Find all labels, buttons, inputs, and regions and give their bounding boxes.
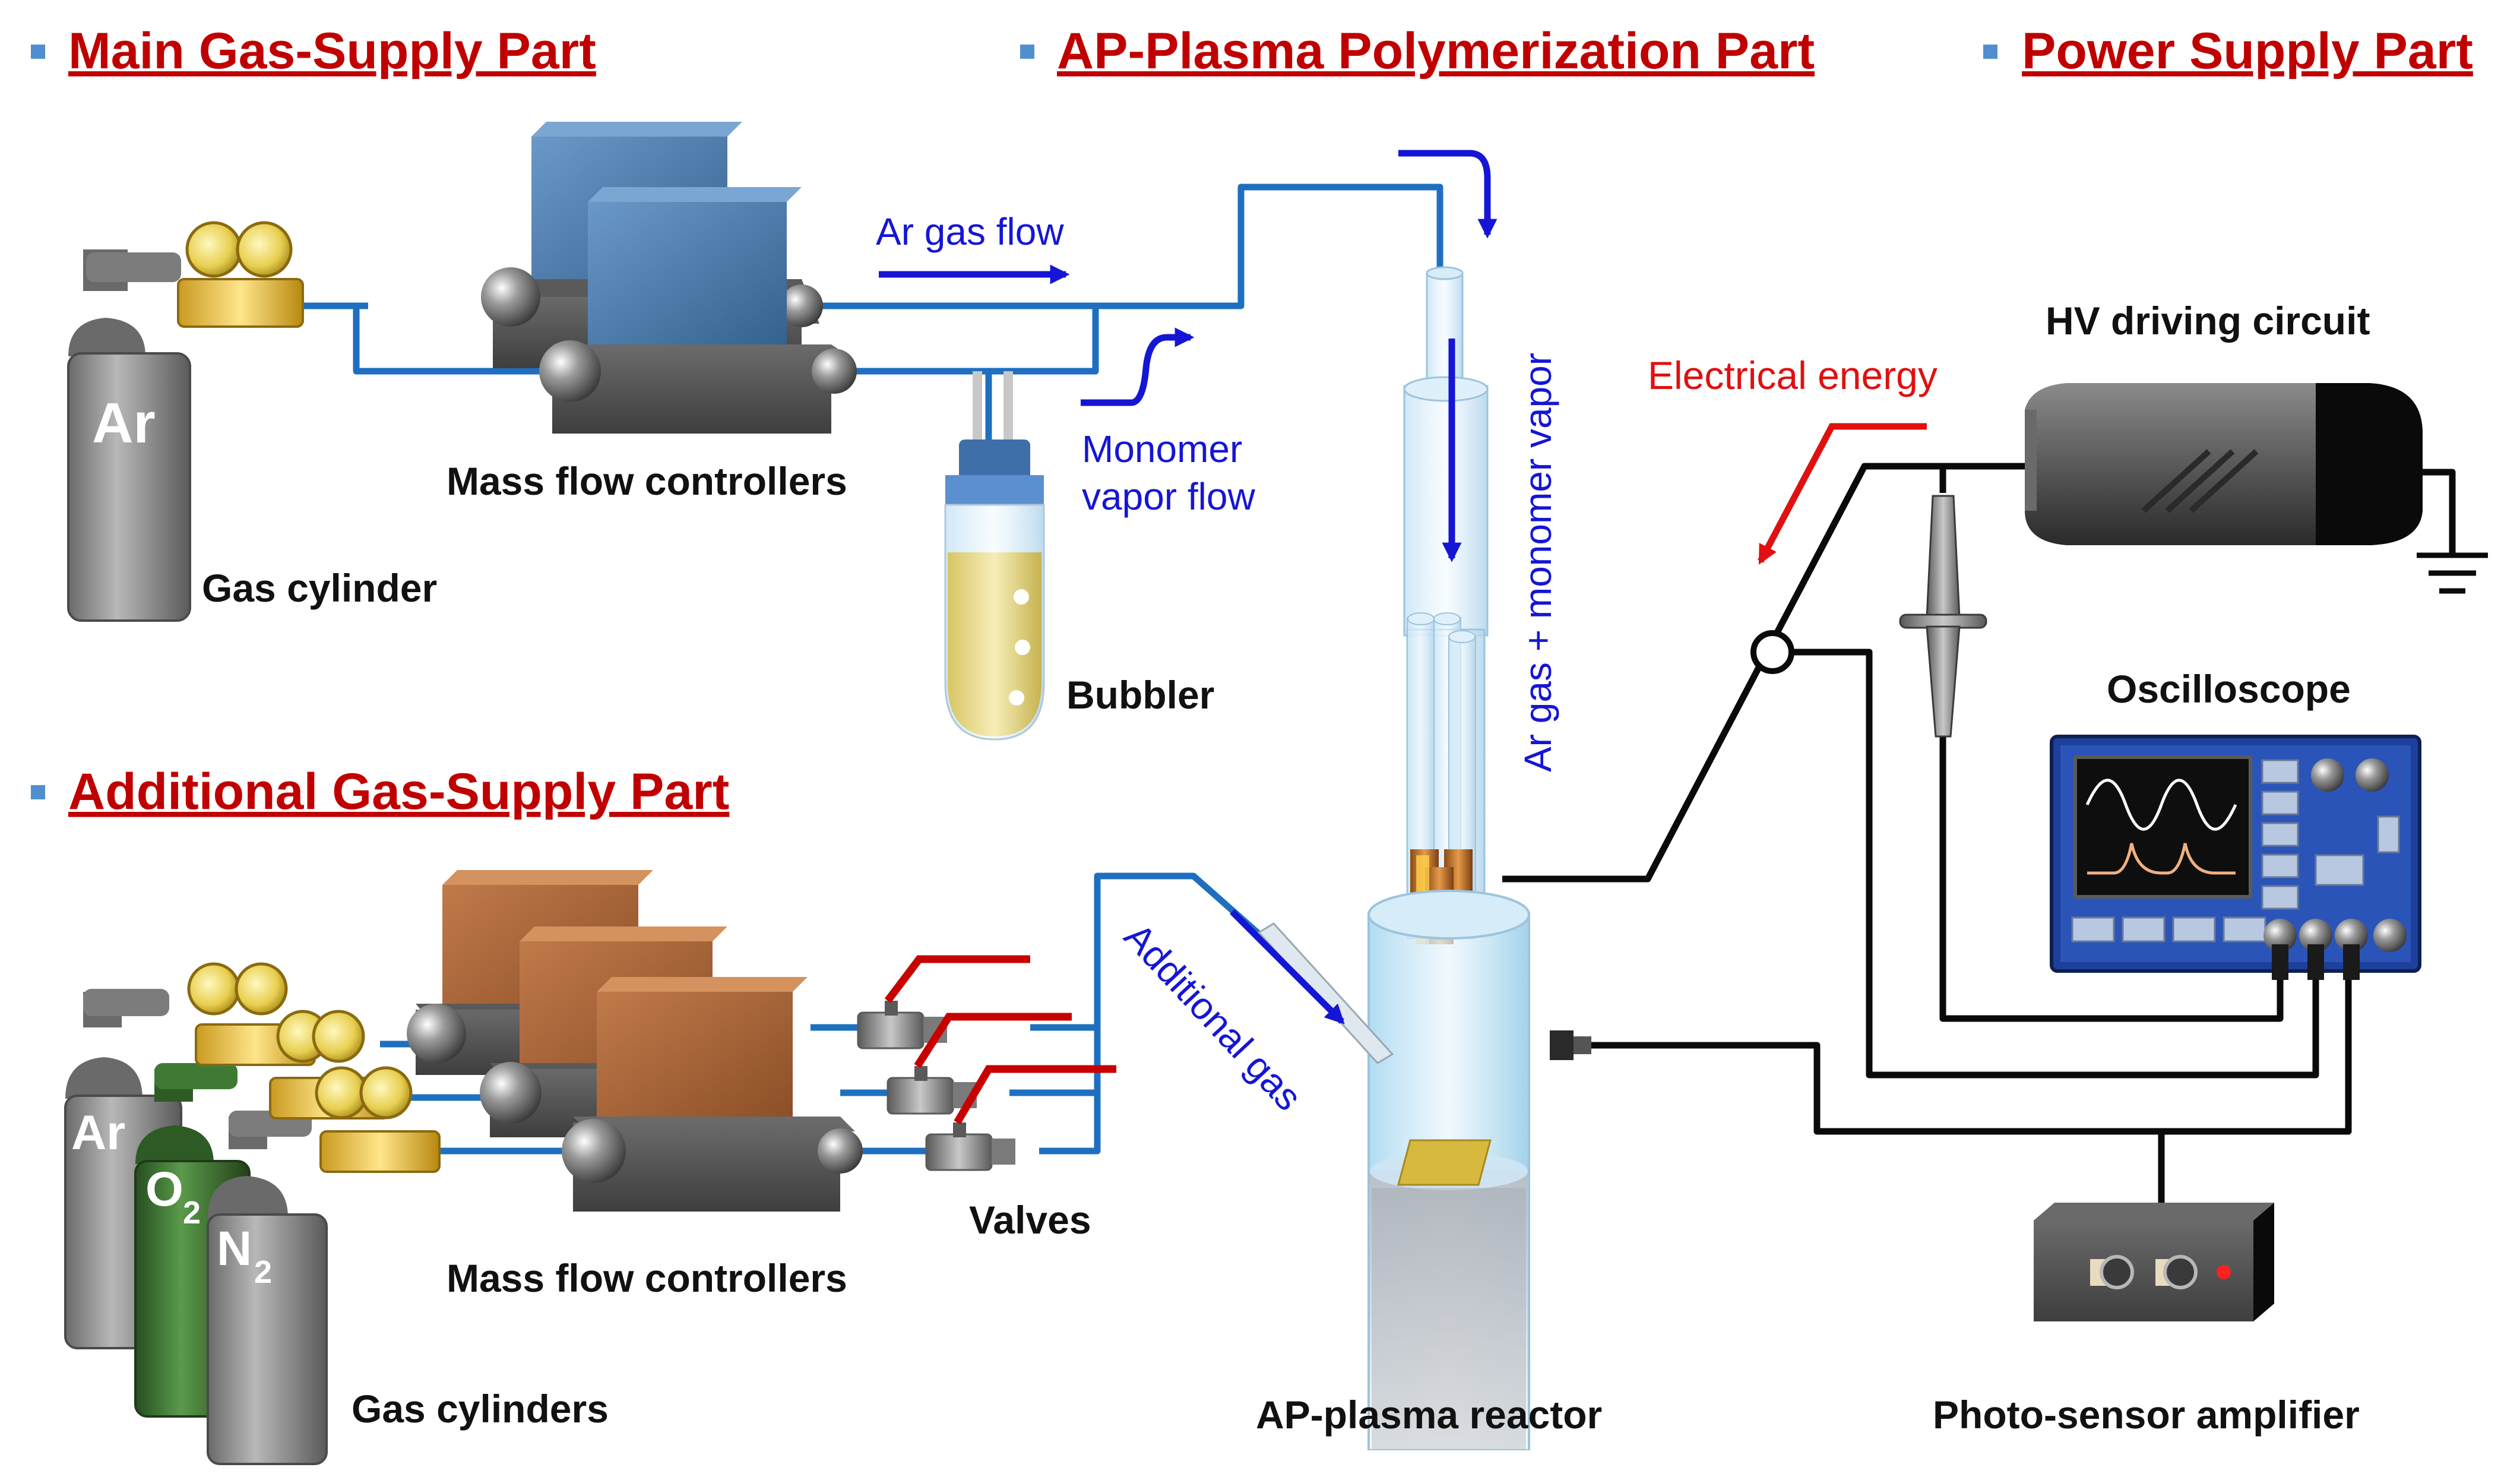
main-ar-cylinder: Ar bbox=[67, 249, 191, 622]
regulator-gauge bbox=[312, 1010, 365, 1063]
section-bullet bbox=[31, 45, 45, 59]
photo-scope-link bbox=[2161, 980, 2352, 1135]
ar-gas-flow-label: Ar gas flow bbox=[876, 210, 1064, 253]
scope-knob bbox=[2356, 758, 2389, 792]
mfc-bottom-group bbox=[407, 870, 863, 1212]
o2-subscript: 2 bbox=[183, 1195, 201, 1231]
mfc-top-label: Mass flow controllers bbox=[447, 459, 847, 503]
section-additional-gas-title: Additional Gas-Supply Part bbox=[68, 763, 729, 820]
section-bullet bbox=[1983, 45, 1997, 59]
ap-plasma-reactor bbox=[1367, 266, 1530, 1450]
current-probe-ring bbox=[1750, 630, 1794, 674]
flow-arrows bbox=[879, 150, 1498, 1024]
current-loop-wire bbox=[1790, 649, 2319, 1079]
hv-driving-circuit bbox=[2025, 383, 2423, 545]
o2-label: O bbox=[145, 1162, 183, 1216]
section-power-title: Power Supply Part bbox=[2022, 23, 2473, 80]
oscilloscope bbox=[2050, 735, 2421, 980]
probe-to-scope-wire bbox=[1939, 736, 2284, 1022]
gas-cylinder-label: Gas cylinder bbox=[202, 566, 437, 610]
regulator-gauge bbox=[187, 962, 240, 1016]
vertical-flow-label: Ar gas + monomer vapor bbox=[1517, 353, 1559, 772]
bubbler-label: Bubbler bbox=[1066, 673, 1214, 717]
scope-knob bbox=[2373, 919, 2407, 952]
bypass-line bbox=[828, 306, 1099, 375]
section-bullet bbox=[31, 785, 45, 799]
photo-to-scope-wire bbox=[1576, 1042, 2165, 1206]
oscilloscope-label: Oscilloscope bbox=[2107, 667, 2351, 711]
photo-sensor-head bbox=[1550, 1030, 1591, 1060]
reactor-mid-tube bbox=[1403, 385, 1489, 637]
additional-gas-line bbox=[1094, 872, 1273, 1027]
scope-knob bbox=[2263, 919, 2297, 952]
mfc-split-line bbox=[353, 306, 567, 375]
monomer-flow-arrow bbox=[1081, 327, 1195, 406]
regulator-gauge bbox=[235, 962, 288, 1016]
scope-knob bbox=[2311, 758, 2344, 792]
main-ar-label: Ar bbox=[92, 391, 156, 455]
regulator-gauge bbox=[359, 1066, 413, 1120]
n2-label: N bbox=[217, 1222, 252, 1276]
mfc-bottom-label: Mass flow controllers bbox=[447, 1256, 847, 1300]
hv-probe bbox=[1899, 495, 1987, 738]
photo-sensor-label: Photo-sensor amplifier bbox=[1933, 1393, 2360, 1437]
electrical-energy-arrow bbox=[1758, 423, 1927, 565]
indicator-light bbox=[2217, 1265, 2231, 1279]
valve bbox=[857, 955, 1030, 1049]
scope-knob bbox=[2335, 919, 2368, 952]
regulator-gauge bbox=[315, 1066, 368, 1120]
oscilloscope-screen bbox=[2073, 755, 2252, 899]
reactor-label: AP-plasma reactor bbox=[1256, 1393, 1602, 1437]
electrical-energy-label: Electrical energy bbox=[1648, 353, 1938, 397]
valves-label: Valves bbox=[969, 1198, 1091, 1242]
valve-manifold-line bbox=[1030, 1024, 1101, 1155]
reactor-inner-tube bbox=[1426, 272, 1464, 393]
top-inlet-arrow bbox=[1398, 150, 1498, 239]
monomer-flow-label-1: Monomer bbox=[1082, 428, 1242, 470]
monomer-flow-label-2: vapor flow bbox=[1082, 475, 1255, 518]
substrate bbox=[1397, 1139, 1492, 1186]
photo-sensor-amplifier bbox=[2034, 1203, 2274, 1321]
gas-cylinders-label: Gas cylinders bbox=[352, 1387, 609, 1431]
additional-regulators bbox=[187, 962, 441, 1173]
n2-subscript: 2 bbox=[254, 1254, 272, 1290]
regulator-gauge bbox=[185, 221, 242, 278]
additional-gas-arrow bbox=[1230, 909, 1345, 1024]
section-bullet bbox=[1020, 45, 1034, 59]
section-headings: Main Gas-Supply Part AP-Plasma Polymeriz… bbox=[31, 23, 2473, 820]
n2-cylinder: N 2 bbox=[207, 1111, 328, 1465]
ground-symbol bbox=[2417, 552, 2488, 594]
bubbler bbox=[944, 371, 1045, 741]
main-regulator bbox=[177, 221, 304, 328]
valve bbox=[925, 1065, 1116, 1171]
section-plasma-title: AP-Plasma Polymerization Part bbox=[1057, 23, 1815, 80]
mfc-top-group bbox=[481, 122, 857, 434]
hv-circuit-label: HV driving circuit bbox=[2046, 299, 2370, 343]
valves bbox=[857, 955, 1116, 1171]
section-main-gas-title: Main Gas-Supply Part bbox=[68, 23, 596, 80]
additional-ar-label: Ar bbox=[71, 1106, 125, 1160]
regulator-gauge bbox=[236, 221, 293, 278]
scope-knob bbox=[2299, 919, 2332, 952]
